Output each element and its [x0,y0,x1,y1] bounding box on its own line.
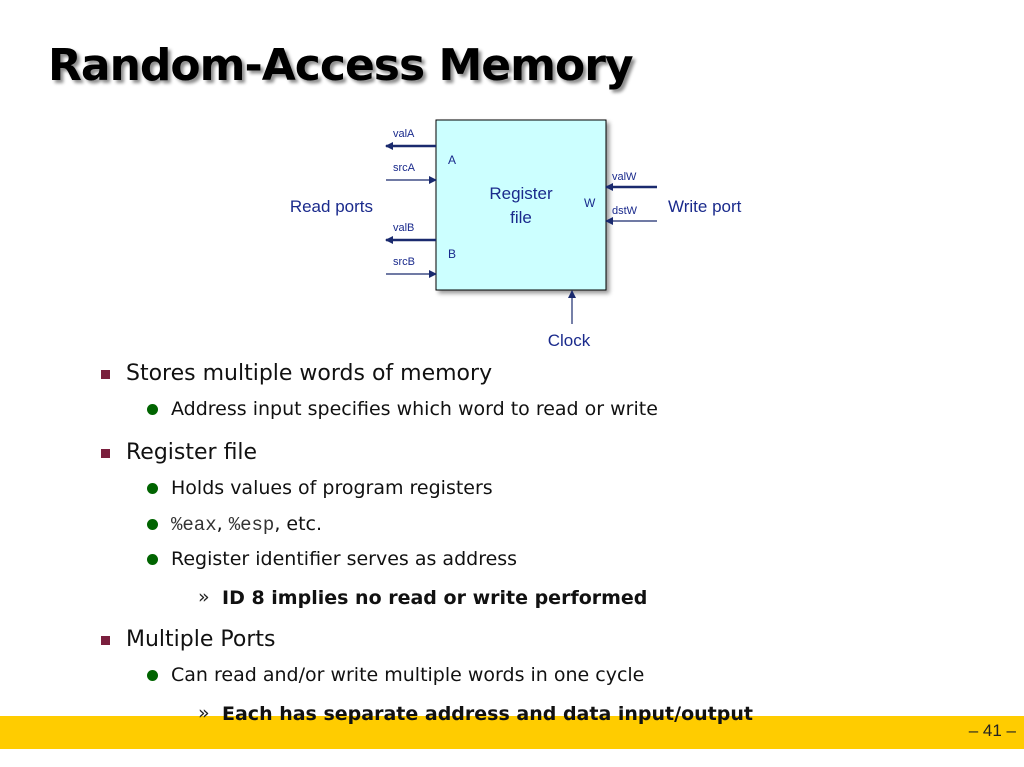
footer-bar: – 41 – [0,716,1024,749]
register-file-box [435,119,607,291]
register-file-label-line1: Register [489,184,553,203]
circle-bullet-icon [147,483,158,494]
chevron-right-icon: » [198,586,210,608]
port-w-label: W [584,196,596,210]
square-bullet-icon [101,370,110,379]
square-bullet-icon [101,449,110,458]
read-ports-label: Read ports [290,197,373,216]
srca-label: srcA [393,162,416,174]
write-port-label: Write port [668,197,742,216]
circle-bullet-icon [147,670,158,681]
valb-label: valB [393,222,414,234]
circle-bullet-icon [147,519,158,530]
dstw-label: dstW [612,205,638,217]
page-number: – 41 – [968,721,1016,740]
srcb-label: srcB [393,256,415,268]
port-a-label: A [448,153,456,167]
port-b-label: B [448,247,456,261]
register-eax: %eax [171,514,217,536]
register-file-label-line2: file [510,208,532,227]
register-esp: %esp [228,514,275,536]
chevron-right-icon: » [198,702,210,724]
vala-label: valA [393,128,415,140]
register-file-diagram: Register file A B W valA srcA valB srcB … [290,119,742,350]
circle-bullet-icon [147,404,158,415]
valw-label: valW [612,171,637,183]
slide-title: Random-Access Memory [48,40,634,91]
clock-label: Clock [548,331,591,350]
circle-bullet-icon [147,554,158,565]
square-bullet-icon [101,636,110,645]
